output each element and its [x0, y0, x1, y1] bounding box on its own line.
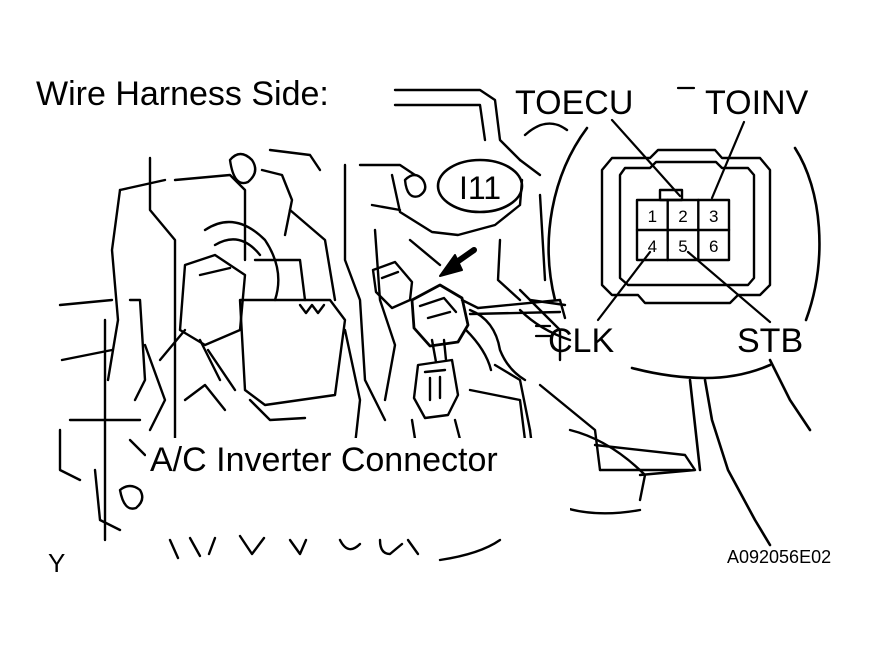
pin-number: 4: [648, 237, 657, 256]
corner-mark: Y: [48, 548, 65, 578]
stb-label: STB: [737, 322, 803, 360]
toinv-label: TOINV: [705, 84, 809, 122]
clk-label: CLK: [548, 322, 614, 360]
label-backing: [146, 438, 570, 522]
pin-number: 6: [709, 237, 718, 256]
pin-number: 5: [678, 237, 687, 256]
connector-code-label: I11: [459, 170, 501, 206]
connector-code-oval: [436, 158, 524, 214]
ac-inverter-connector: [410, 283, 567, 382]
ac-inverter-connector-label: A/C Inverter Connector: [150, 441, 498, 479]
figure-id: A092056E02: [727, 547, 831, 567]
pin-number: 2: [678, 207, 687, 226]
side-connector: [371, 260, 414, 310]
wire-harness-side-title: Wire Harness Side:: [36, 75, 329, 113]
leader-lines: [534, 86, 772, 338]
pin-number: 1: [648, 207, 657, 226]
pointer-arrow: [439, 247, 477, 277]
pin-number: 3: [709, 207, 718, 226]
engine-bay-left: [58, 148, 420, 560]
magnifier-arc: [547, 126, 821, 547]
connector-face: [600, 148, 772, 305]
toecu-label: TOECU: [515, 84, 633, 122]
